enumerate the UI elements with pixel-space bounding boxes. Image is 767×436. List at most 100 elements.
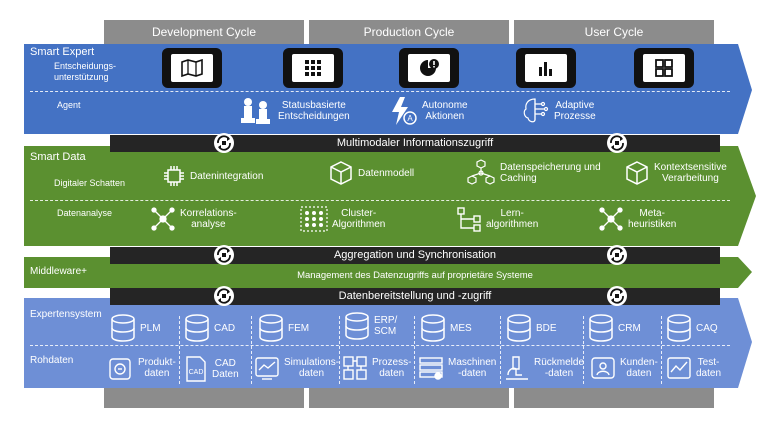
agent-statusbasierte: Statusbasierte Entscheidungen <box>238 96 350 126</box>
system-bde-label: BDE <box>536 322 557 334</box>
smart-expert-title: Smart Expert <box>30 46 95 58</box>
raw-kundendaten: Kunden- daten <box>590 355 658 381</box>
analysis-cluster-label: Cluster- Algorithmen <box>332 208 386 230</box>
separator-2 <box>251 316 252 384</box>
shadow-kontextsensitive-label: Kontextsensitive Verarbeitung <box>654 162 727 184</box>
system-erp-scm-label: ERP/ SCM <box>374 315 398 337</box>
database-icon <box>667 314 691 342</box>
middleware-text: Management des Datenzugriffs auf proprie… <box>297 270 533 281</box>
system-cad: CAD <box>184 314 235 342</box>
analysis-metaheuristiken-label: Meta- heuristiken <box>628 208 677 230</box>
user-cycle-footer <box>514 388 714 408</box>
system-plm: PLM <box>110 314 161 342</box>
raw-testdaten-label: Test- daten <box>696 357 722 379</box>
test-chart-icon <box>667 357 691 379</box>
cycle-arrows-icon <box>214 286 234 306</box>
analysis-lernalgorithmen: Lern- algorithmen <box>456 206 538 232</box>
customer-icon <box>591 357 615 379</box>
shadow-datenmodell: Datenmodell <box>328 160 414 186</box>
system-erp-scm: ERP/ SCM <box>344 312 397 340</box>
database-icon <box>507 314 531 342</box>
database-icon <box>345 312 369 340</box>
network-icon <box>599 207 623 231</box>
tablet-3 <box>399 48 459 88</box>
raw-prozessdaten-label: Prozess- daten <box>372 357 412 379</box>
raw-produktdaten: Produkt- daten <box>108 355 176 381</box>
tablet-1 <box>162 48 222 88</box>
tablet-4 <box>516 48 576 88</box>
agent-adaptive: Adaptive Prozesse <box>520 96 596 126</box>
expertensystem-divider <box>30 345 730 346</box>
analysis-metaheuristiken: Meta- heuristiken <box>598 206 676 232</box>
system-mes-label: MES <box>450 322 472 334</box>
raw-prozessdaten: Prozess- daten <box>342 355 411 381</box>
analysis-lernalgorithmen-label: Lern- algorithmen <box>486 208 539 230</box>
map-icon <box>181 59 203 77</box>
cycle-arrows-icon <box>214 245 234 265</box>
tree-icon <box>457 207 481 232</box>
cycle-arrows-icon <box>214 133 234 153</box>
system-caq-label: CAQ <box>696 322 718 334</box>
separator-4 <box>414 316 415 384</box>
network-cubes-icon <box>467 159 495 185</box>
svg-text:CAD: CAD <box>189 369 204 376</box>
network-icon <box>151 207 175 231</box>
chart-pie-icon <box>420 59 439 76</box>
middleware-title: Middleware+ <box>30 266 87 277</box>
system-fem: FEM <box>258 314 309 342</box>
bar-multimodaler-informationszugriff: Multimodaler Informationszugriff <box>110 135 720 152</box>
agent-adaptive-label: Adaptive Prozesse <box>554 100 596 122</box>
development-cycle-column <box>104 20 304 44</box>
database-icon <box>589 314 613 342</box>
smart-expert-divider <box>30 91 730 92</box>
bar-aggregation-synchronisation: Aggregation und Synchronisation <box>110 247 720 264</box>
agent-statusbasierte-label: Statusbasierte Entscheidungen <box>278 100 350 122</box>
system-cad-label: CAD <box>214 322 236 334</box>
chip-icon <box>164 166 184 186</box>
cycle-arrows-icon <box>607 245 627 265</box>
bar-datenbereitstellung: Datenbereitstellung und -zugriff <box>110 288 720 305</box>
datenanalyse-label: Datenanalyse <box>57 208 113 218</box>
expertensystem-title: Expertensystem <box>30 309 102 320</box>
separator-6 <box>583 316 584 384</box>
shadow-kontextsensitive: Kontextsensitive Verarbeitung <box>624 160 727 186</box>
raw-produktdaten-label: Produkt- daten <box>138 357 176 379</box>
system-crm-label: CRM <box>618 322 641 334</box>
machine-icon <box>419 357 443 380</box>
product-box-icon <box>109 358 131 380</box>
smart-data-band <box>24 146 756 246</box>
bar-chart-icon <box>539 62 552 76</box>
system-fem-label: FEM <box>288 322 310 334</box>
shadow-datenspeicherung-label: Datenspeicherung und Caching <box>500 162 601 184</box>
simulation-icon <box>255 357 279 380</box>
database-icon <box>111 314 135 342</box>
cube-icon <box>330 161 352 185</box>
analysis-korrelationsanalyse-label: Korrelations- analyse <box>180 208 237 230</box>
lightning-icon: A <box>392 97 417 125</box>
analysis-korrelationsanalyse: Korrelations- analyse <box>150 206 237 232</box>
cad-file-icon: CAD <box>186 356 206 382</box>
smart-data-title: Smart Data <box>30 151 86 163</box>
raw-rueckmeldedaten: Rückmelde -daten <box>504 355 584 381</box>
raw-rueckmeldedaten-label: Rückmelde -daten <box>534 357 585 379</box>
process-icon <box>343 356 367 380</box>
shadow-datenintegration-label: Datenintegration <box>190 170 264 182</box>
microscope-icon <box>506 356 528 380</box>
cycle-arrows-icon <box>607 133 627 153</box>
digitaler-schatten-label: Digitaler Schatten <box>54 178 126 188</box>
puzzle-icon <box>655 59 673 77</box>
cycle-arrows-icon <box>607 286 627 306</box>
production-cycle-column <box>309 20 509 44</box>
tablet-2 <box>283 48 343 88</box>
shadow-datenintegration: Datenintegration <box>162 164 263 188</box>
raw-kundendaten-label: Kunden- daten <box>620 357 658 379</box>
raw-testdaten: Test- daten <box>666 355 721 381</box>
tablet-5 <box>634 48 694 88</box>
system-plm-label: PLM <box>140 322 161 334</box>
database-icon <box>185 314 209 342</box>
brain-circuit-icon <box>523 98 549 123</box>
separator-7 <box>661 316 662 384</box>
raw-simulationsdaten: Simulations- daten <box>254 355 339 381</box>
development-cycle-footer <box>104 388 304 408</box>
raw-cad-daten: CAD CAD Daten <box>184 355 239 383</box>
